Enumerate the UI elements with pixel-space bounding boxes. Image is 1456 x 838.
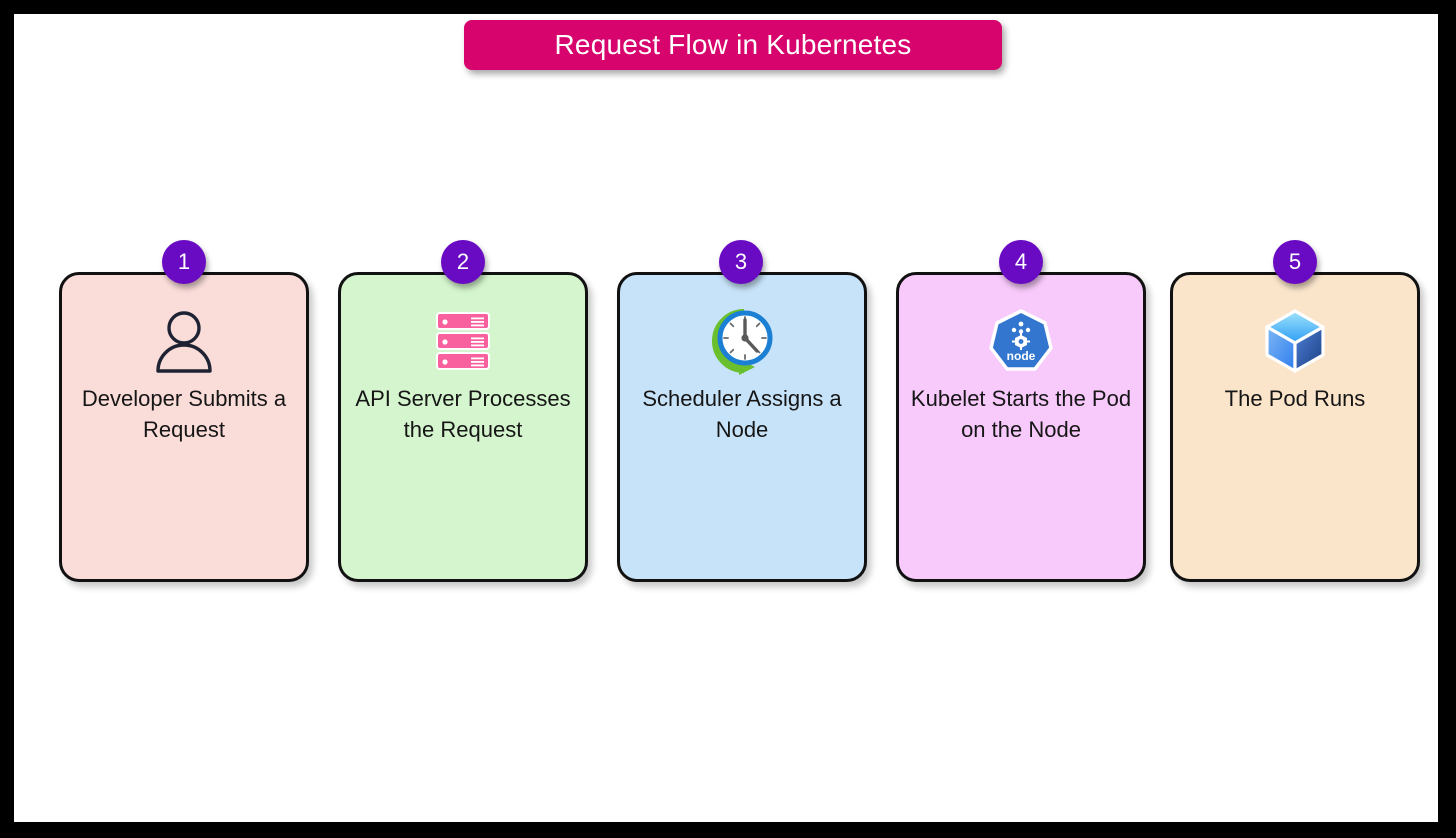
step-card-3-label: Scheduler Assigns a Node xyxy=(642,386,842,442)
step-card-5[interactable]: The Pod Runs 5 xyxy=(1170,240,1420,582)
step-card-5-body[interactable]: The Pod Runs xyxy=(1170,272,1420,582)
step-badge-2: 2 xyxy=(441,240,485,284)
cube-icon xyxy=(1173,305,1417,377)
kubernetes-node-icon-label: node xyxy=(1007,349,1036,363)
step-card-1-label: Developer Submits a Request xyxy=(81,386,287,442)
step-badge-5: 5 xyxy=(1273,240,1317,284)
step-card-3-body[interactable]: Scheduler Assigns a Node xyxy=(617,272,867,582)
diagram-canvas: Request Flow in Kubernetes Developer Sub… xyxy=(14,14,1438,822)
step-card-2-label: API Server Processes the Request xyxy=(355,386,571,442)
step-card-4-label: Kubelet Starts the Pod on the Node xyxy=(910,386,1132,442)
step-card-4-body[interactable]: node Kubelet Starts the Pod on the Node xyxy=(896,272,1146,582)
diagram-title-banner: Request Flow in Kubernetes xyxy=(464,20,1002,70)
page-title: Request Flow in Kubernetes xyxy=(554,29,912,60)
step-badge-4: 4 xyxy=(999,240,1043,284)
step-badge-1: 1 xyxy=(162,240,206,284)
step-card-4[interactable]: node Kubelet Starts the Pod on the Node … xyxy=(896,240,1146,582)
person-icon xyxy=(62,305,306,377)
step-badge-3: 3 xyxy=(719,240,763,284)
clock-refresh-icon xyxy=(620,305,864,377)
server-rack-icon xyxy=(341,305,585,377)
step-card-5-label: The Pod Runs xyxy=(1224,386,1366,411)
step-card-2-body[interactable]: API Server Processes the Request xyxy=(338,272,588,582)
step-card-1-body[interactable]: Developer Submits a Request xyxy=(59,272,309,582)
kubernetes-node-icon: node xyxy=(899,305,1143,377)
step-card-2[interactable]: API Server Processes the Request 2 xyxy=(338,240,588,582)
steps-row: Developer Submits a Request 1 xyxy=(14,240,1438,582)
step-card-1[interactable]: Developer Submits a Request 1 xyxy=(59,240,309,582)
step-card-3[interactable]: Scheduler Assigns a Node 3 xyxy=(617,240,867,582)
